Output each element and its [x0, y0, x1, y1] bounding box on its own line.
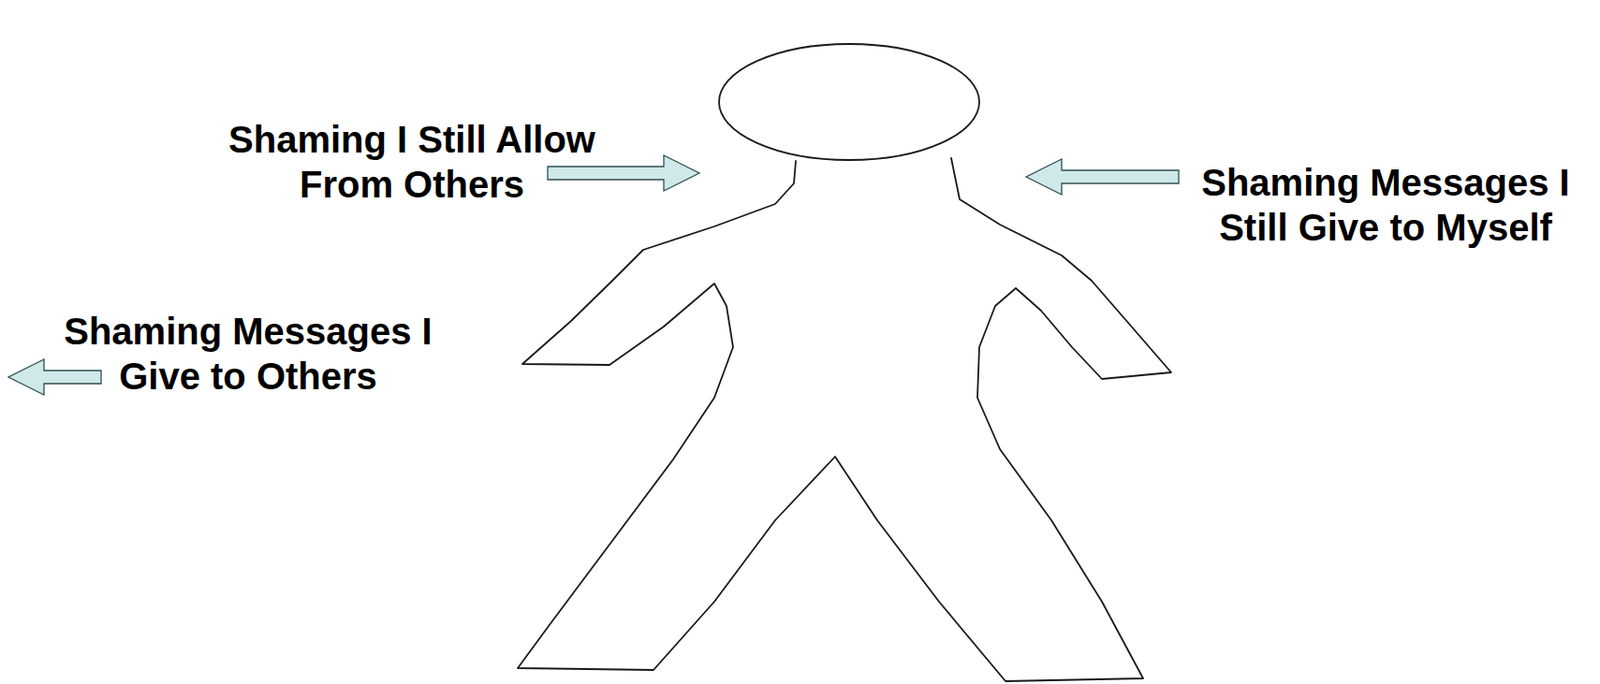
figure-head	[719, 44, 980, 161]
label-text: Shaming I Still Allow From Others	[205, 117, 618, 207]
block-arrow	[8, 359, 102, 396]
label-text: Shaming Messages I Still Give to Myself	[1179, 160, 1592, 250]
figure-outline	[517, 158, 1172, 682]
block-arrow	[547, 155, 700, 191]
label-text: Shaming Messages I Give to Others	[42, 308, 455, 399]
block-arrow	[1026, 159, 1179, 195]
